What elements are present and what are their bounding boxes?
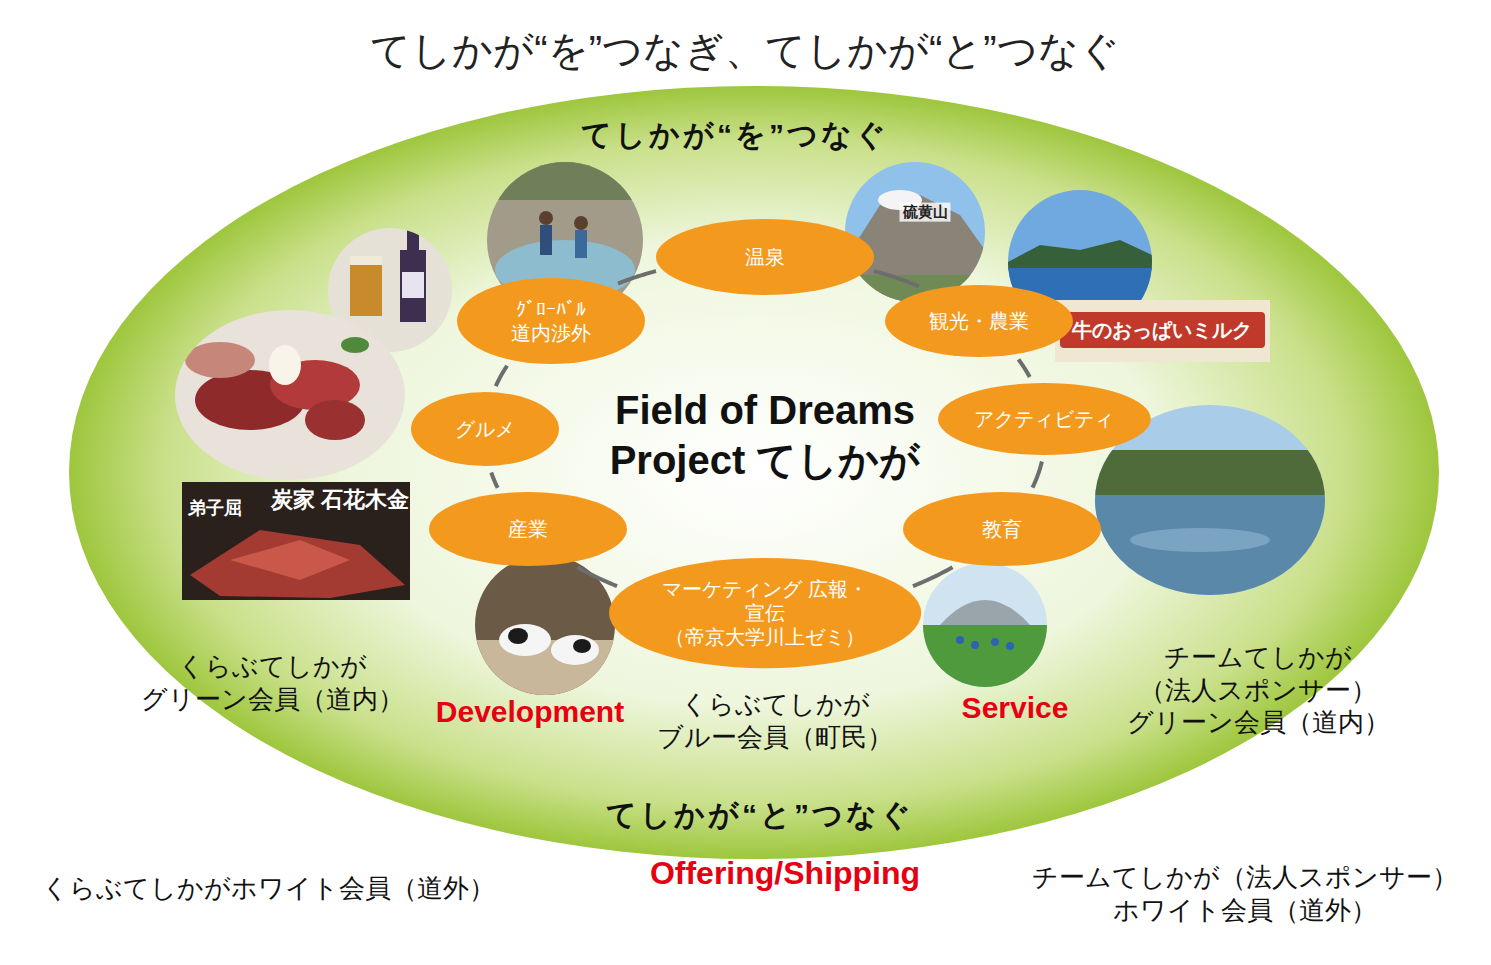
- orange-ellipse: [457, 278, 645, 364]
- node-shape: [456, 277, 646, 365]
- onsen-photo-part: [540, 225, 552, 255]
- cows-photo-part: [508, 628, 528, 644]
- grill-photo-part: [182, 482, 410, 600]
- cows-photo-part: [551, 635, 599, 665]
- stage-photo-part: [971, 641, 979, 649]
- stage-photo: [923, 563, 1047, 687]
- onsen-photo-part: [574, 216, 588, 230]
- node-label: 温泉: [745, 245, 785, 269]
- stage-photo-part: [923, 563, 1047, 687]
- onsen-photo-part: [539, 211, 553, 225]
- meat-photo: [175, 310, 405, 480]
- cows-photo-part: [573, 639, 591, 653]
- stage-photo-part: [991, 638, 999, 646]
- member-label: くらぶてしかが ブルー会員（町民）: [625, 688, 925, 753]
- theme-ellipse: グルメ: [410, 391, 560, 467]
- stage-photo-part: [956, 636, 964, 644]
- orange-ellipse: [656, 219, 874, 295]
- mountain-photo-part: [845, 162, 985, 302]
- grill-photo: [182, 482, 410, 600]
- stage-photo-part: [940, 600, 1030, 625]
- beer-photo-part: [402, 272, 424, 298]
- node-label: グルメ: [455, 417, 515, 441]
- node-label: マーケティング 広報・宣伝 （帝京大学川上ゼミ）: [660, 577, 870, 649]
- meat-photo-part: [185, 342, 255, 378]
- river-photo-part: [1130, 528, 1270, 552]
- photo-caption: 炭家 石花木金: [271, 486, 409, 514]
- beer-photo-part: [400, 250, 426, 322]
- category-tag: Development: [436, 693, 624, 731]
- onsen-photo-part: [575, 230, 587, 258]
- member-label: くらぶてしかがホワイト会員（道外）: [42, 872, 495, 905]
- orange-ellipse: [938, 383, 1151, 455]
- meat-photo-part: [269, 345, 301, 385]
- theme-ellipse: 教育: [902, 491, 1102, 567]
- beer-photo-part: [350, 256, 382, 265]
- orange-ellipse: [609, 558, 921, 668]
- theme-ellipse: アクティビティ: [937, 382, 1152, 456]
- river-photo-part: [1095, 450, 1325, 495]
- region-ellipse: [69, 86, 1439, 859]
- node-label: ｸﾞﾛｰﾊﾞﾙ 道内渉外: [491, 297, 611, 345]
- member-label: チームてしかが （法人スポンサー） グリーン会員（道内）: [1108, 641, 1408, 739]
- member-label: くらぶてしかが グリーン会員（道内）: [122, 650, 422, 715]
- milk-sign-photo-part: [1055, 300, 1270, 362]
- meat-photo-part: [305, 400, 365, 440]
- cows-photo-part: [499, 624, 551, 656]
- node-label: アクティビティ: [974, 407, 1114, 431]
- theme-ellipse: マーケティング 広報・宣伝 （帝京大学川上ゼミ）: [608, 557, 922, 669]
- lake-photo-part: [1008, 240, 1152, 270]
- photo-sign-text: 硫黄山: [900, 203, 951, 222]
- theme-ellipse: 産業: [428, 491, 628, 567]
- photo-caption: 弟子屈: [188, 497, 242, 520]
- milk-sign-photo: [1055, 300, 1270, 362]
- orange-ellipse: [429, 492, 627, 566]
- category-tag: Service: [962, 689, 1069, 727]
- beer-photo-part: [350, 262, 382, 316]
- node-label: 産業: [508, 517, 548, 541]
- grill-photo-part: [190, 530, 405, 598]
- theme-ellipse: ｸﾞﾛｰﾊﾞﾙ 道内渉外: [456, 277, 646, 365]
- theme-ellipse: 観光・農業: [884, 284, 1074, 358]
- center-title: Field of Dreams Project てしかが: [595, 385, 935, 485]
- meat-photo-part: [341, 337, 369, 353]
- grill-photo-part: [230, 540, 350, 580]
- region-heading: てしかが“と”つなぐ: [606, 796, 914, 834]
- orange-ellipse: [903, 492, 1101, 566]
- region-heading: てしかが“を”つなぐ: [581, 116, 889, 154]
- stage-photo-part: [1006, 642, 1014, 650]
- orange-ellipse: [885, 285, 1073, 357]
- milk-sign-photo-part: [1060, 312, 1265, 348]
- node-label: 教育: [982, 517, 1022, 541]
- mountain-photo: [845, 162, 985, 302]
- category-tag: Offering/Shipping: [650, 853, 920, 893]
- ring-connector: [874, 271, 919, 286]
- member-label: チームてしかが（法人スポンサー） ホワイト会員（道外）: [1015, 861, 1475, 926]
- meat-photo-part: [175, 310, 405, 480]
- orange-ellipse: [411, 392, 559, 466]
- node-label: 観光・農業: [929, 309, 1029, 333]
- photo-sign-text: 牛のおっぱいミルク: [1072, 318, 1252, 343]
- page-title: てしかが“を”つなぎ、てしかが“と”つなぐ: [370, 25, 1119, 75]
- theme-ellipse: 温泉: [655, 218, 875, 296]
